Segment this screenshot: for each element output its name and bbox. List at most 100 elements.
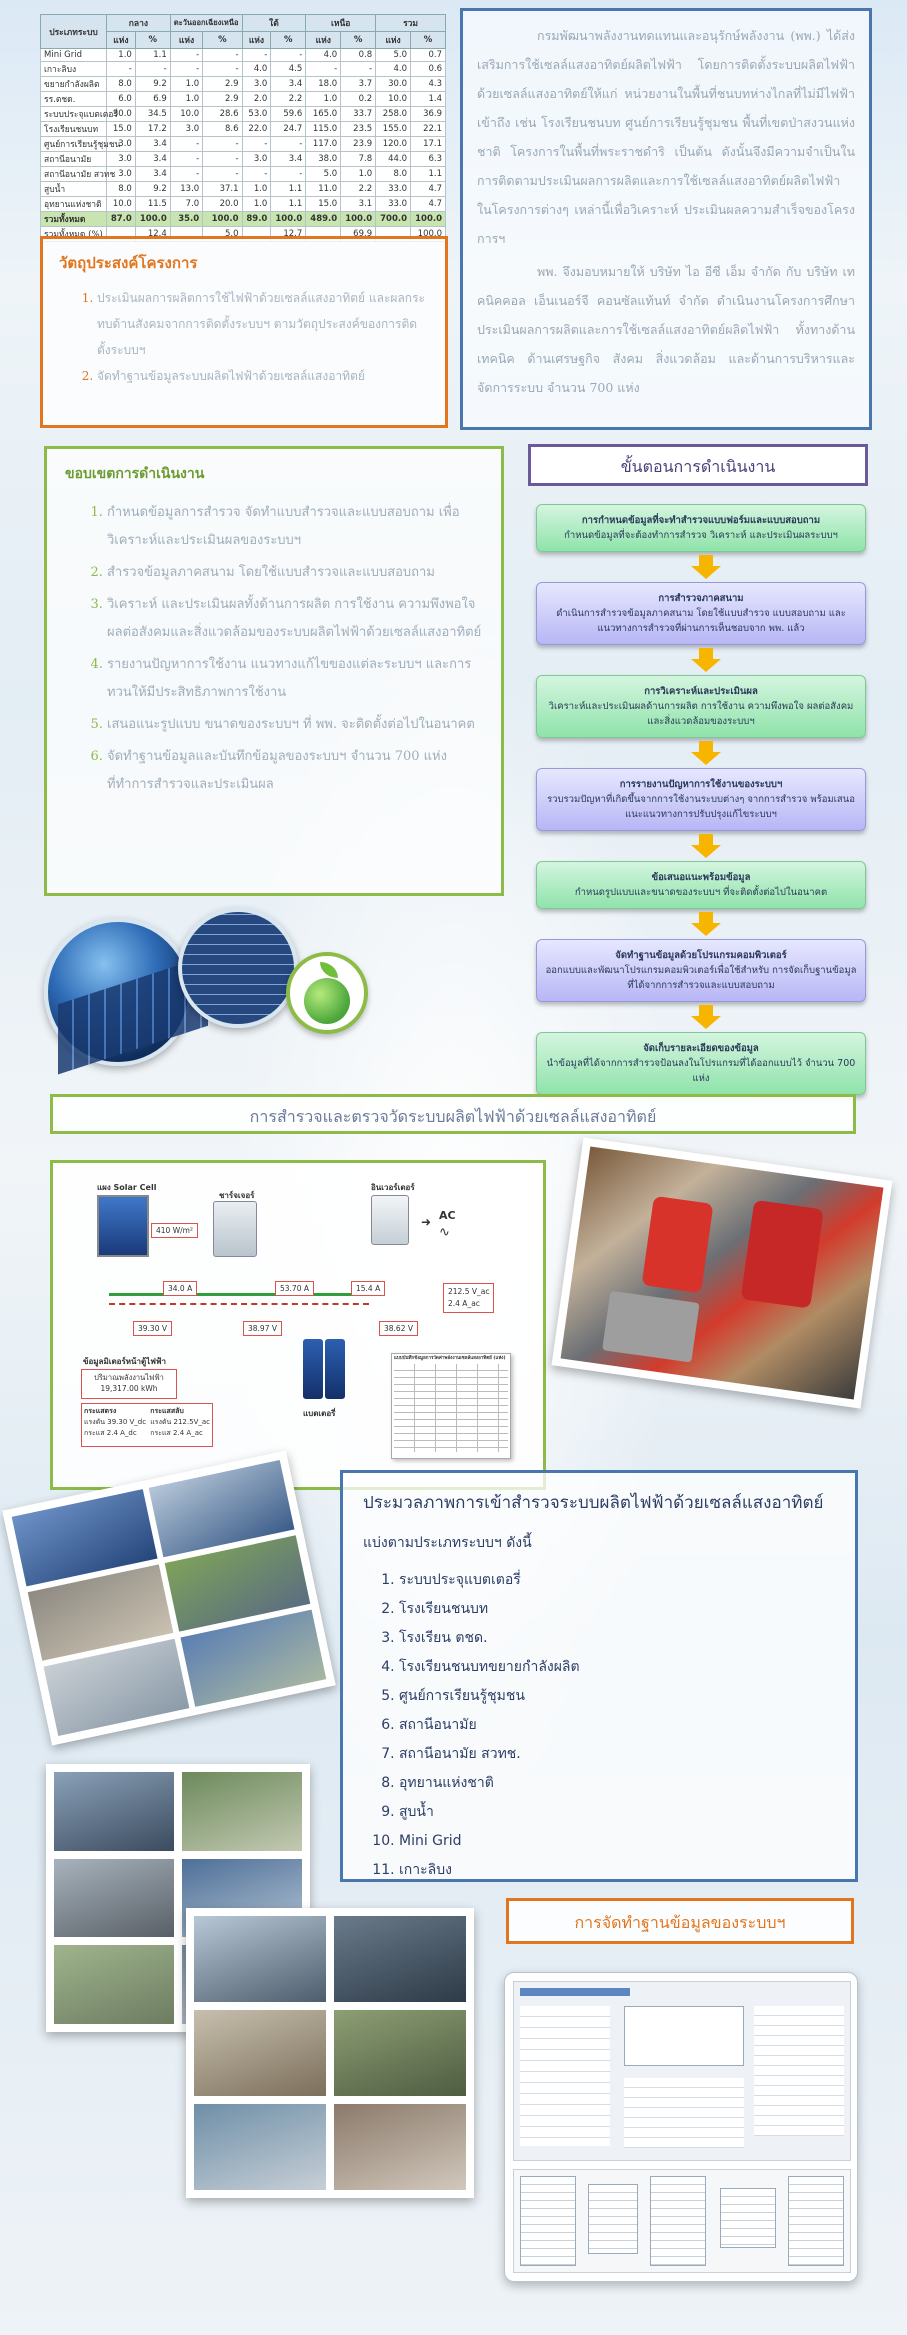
table-cell: 1.0 [106,48,136,62]
meter-title: ข้อมูลมิเตอร์หน้าตู้ไฟฟ้า [83,1357,167,1366]
ac-output: 212.5 V_ac 2.4 A_ac [443,1283,495,1313]
objectives-list: ประเมินผลการผลิตการใช้ไฟฟ้าด้วยเซลล์แสงอ… [59,285,429,389]
workflow-step-desc: ออกแบบและพัฒนาโปรแกรมคอมพิวเตอร์เพื่อใช้… [545,965,857,991]
table-cell: 3.0 [241,151,272,167]
arrow-down-icon [691,834,721,858]
table-cell: 1.0 [340,166,377,182]
table-subheader: % [340,31,377,49]
table-cell: - [241,136,272,152]
measurement-photo [551,1137,893,1409]
table-cell: 22.1 [410,121,446,137]
table-subheader: % [134,31,171,49]
table-cell: 3.0 [106,151,136,167]
table-cell: 89.0 [241,211,272,227]
table-cell: 258.0 [375,106,412,122]
table-cell: 155.0 [375,121,412,137]
table-cell: 22.0 [241,121,272,137]
list-item: เสนอแนะรูปแบบ ขนาดของระบบฯ ที่ พพ. จะติด… [107,711,483,739]
survey-list: ระบบประจุแบตเตอรี่โรงเรียนชนบทโรงเรียน ต… [363,1566,835,1885]
table-cell: 7.8 [340,151,377,167]
workflow-step: จัดทำฐานข้อมูลด้วยโปรแกรมคอมพิวเตอร์ออกแ… [536,939,866,1002]
table-cell: 2.9 [202,91,243,107]
scope-title: ขอบเขตการดำเนินงาน [65,466,205,482]
table-cell: 59.6 [270,106,307,122]
table-cell: 33.0 [375,181,412,197]
table-cell: 7.0 [169,196,204,212]
table-cell: 3.1 [340,196,377,212]
table-header: ใต้ [241,14,307,32]
table-cell: 37.1 [202,181,243,197]
battery-label: แบตเตอรี่ [303,1409,336,1418]
table-cell: - [202,166,243,182]
list-item: สำรวจข้อมูลภาคสนาม โดยใช้แบบสำรวจและแบบส… [107,559,483,587]
inverter-label: อินเวอร์เตอร์ [371,1183,415,1192]
current-3: 15.4 A [351,1281,386,1296]
table-cell: - [202,61,243,77]
table-header: กลาง [106,14,171,32]
objectives-panel: วัตถุประสงค์โครงการ ประเมินผลการผลิตการใ… [40,236,448,428]
list-item: ระบบประจุแบตเตอรี่ [399,1566,835,1595]
table-cell: 24.7 [270,121,307,137]
current-1: 34.0 A [163,1281,198,1296]
table-header: เหนือ [305,14,377,32]
workflow-steps: การกำหนดข้อมูลที่จะทำสำรวจแบบฟอร์มและแบบ… [536,504,876,1095]
table-cell: 36.9 [410,106,446,122]
table-cell: 117.0 [305,136,342,152]
table-cell: 4.3 [410,76,446,92]
list-item: จัดทำฐานข้อมูลระบบผลิตไฟฟ้าด้วยเซลล์แสงอ… [97,363,429,389]
arrow-down-icon [691,741,721,765]
table-cell: 165.0 [305,106,342,122]
list-item: เกาะลิบง [399,1856,835,1885]
table-cell: 100.0 [340,211,377,227]
table-cell: - [106,61,136,77]
table-cell: 3.4 [270,76,307,92]
workflow-step: การรายงานปัญหาการใช้งานของระบบฯรวบรวมปัญ… [536,768,866,831]
list-item: โรงเรียน ตชด. [399,1624,835,1653]
table-cell: 1.1 [270,181,307,197]
table-cell-label: สถานีอนามัย [40,151,107,167]
table-cell-label: รวมทั้งหมด [40,211,107,227]
table-cell: 4.7 [410,181,446,197]
table-cell: - [305,61,342,77]
table-cell: 6.9 [134,91,171,107]
table-subheader: แห่ง [241,31,272,49]
table-cell: 15.0 [106,121,136,137]
table-cell: - [241,48,272,62]
table-cell: 13.0 [169,181,204,197]
table-cell: 4.0 [241,61,272,77]
table-cell: - [241,166,272,182]
arrow-down-icon [691,912,721,936]
database-title-box: การจัดทำฐานข้อมูลของระบบฯ [506,1898,854,1944]
workflow-step-desc: กำหนดข้อมูลที่จะต้องทำการสำรวจ วิเคราะห์… [564,530,838,541]
table-cell: 8.0 [106,181,136,197]
table-cell: 9.2 [134,76,171,92]
intro-paragraph-1: กรมพัฒนาพลังงานทดแทนและอนุรักษ์พลังงาน (… [477,28,855,246]
table-cell: 3.4 [134,136,171,152]
charger-label: ชาร์จเจอร์ [219,1191,255,1200]
table-cell: 0.7 [410,48,446,62]
workflow-step: การกำหนดข้อมูลที่จะทำสำรวจแบบฟอร์มและแบบ… [536,504,866,552]
table-cell: 4.0 [375,61,412,77]
table-cell: 115.0 [305,121,342,137]
list-item: ประเมินผลการผลิตการใช้ไฟฟ้าด้วยเซลล์แสงอ… [97,285,429,363]
list-item: อุทยานแห่งชาติ [399,1769,835,1798]
table-cell: 0.8 [340,48,377,62]
table-cell: 5.0 [305,166,342,182]
table-cell: - [202,136,243,152]
table-cell-label: ระบบประจุแบตเตอรี่ [40,106,118,122]
workflow-step-desc: ดำเนินการสำรวจข้อมูลภาคสนาม โดยใช้แบบสำร… [556,608,846,634]
table-cell-label: อุทยานแห่งชาติ [40,196,107,212]
table-cell-label: สูบน้ำ [40,181,107,197]
table-subheader: แห่ง [375,31,412,49]
table-cell: 1.0 [241,181,272,197]
table-cell: - [169,151,204,167]
table-cell: 1.0 [169,76,204,92]
table-cell: - [169,61,204,77]
table-subheader: % [202,31,243,49]
ac-wave-icon: ∿ [439,1225,450,1240]
database-screenshot [504,1972,858,2282]
dc-box: กระแสตรง แรงดัน 39.30 V_dc กระแส 2.4 A_d… [81,1403,213,1447]
